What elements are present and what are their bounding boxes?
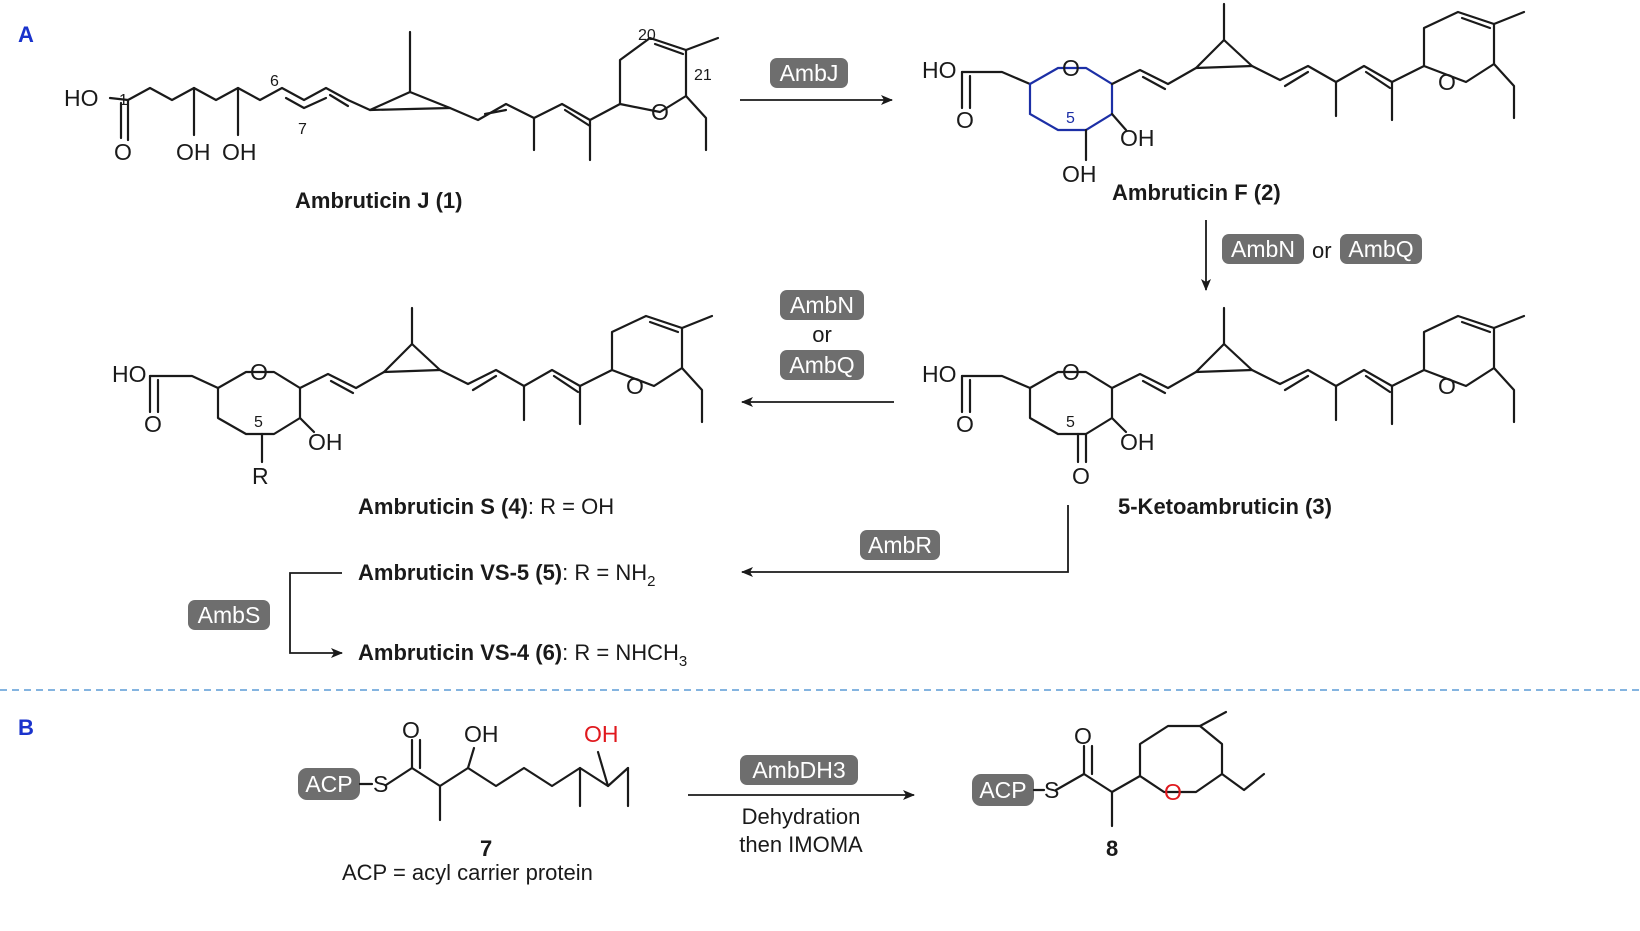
structure-ambruticin-s xyxy=(148,306,714,464)
enzyme-ambq-badge-mid xyxy=(780,350,864,380)
enzyme-ambdh3-badge xyxy=(740,755,858,785)
compound-5-name: Ambruticin VS-5 (5) xyxy=(358,560,562,585)
structure-5-ketoambruticin xyxy=(960,306,1526,464)
structure-compound-8 xyxy=(1054,710,1266,828)
compound-2-name: Ambruticin F (2) xyxy=(1112,180,1281,205)
c4-pyran-o: O xyxy=(626,373,644,399)
c1-ring-o: O xyxy=(651,99,669,125)
c2-ho-label: HO xyxy=(922,57,957,83)
acp-definition: ACP = acyl carrier protein xyxy=(342,860,593,885)
compound-6-subscript: 3 xyxy=(679,653,687,670)
c2-carbonyl-o: O xyxy=(956,107,974,133)
compound-6-r: : R = NHCH xyxy=(562,640,679,665)
or-label-top: or xyxy=(1312,238,1332,263)
c7-carbonyl-o: O xyxy=(402,717,420,743)
compound-5-subscript: 2 xyxy=(647,573,655,590)
enzyme-ambq-label-mid: AmbQ xyxy=(789,352,854,378)
c1-ho-label: HO xyxy=(64,85,99,111)
c7-s-atom: S xyxy=(373,771,388,797)
compound-6-caption: Ambruticin VS-4 (6): R = NHCH3 xyxy=(358,640,687,670)
compound-3-name: 5-Ketoambruticin (3) xyxy=(1118,494,1332,519)
enzyme-ambs-label: AmbS xyxy=(198,602,261,628)
c3-oh: OH xyxy=(1120,429,1155,455)
acp-label-8: ACP xyxy=(979,777,1026,803)
c3-pyran-o: O xyxy=(1438,373,1456,399)
compound-4-r: : R = OH xyxy=(528,494,614,519)
c1-locant-6: 6 xyxy=(270,73,279,90)
enzyme-ambj-badge xyxy=(770,58,848,88)
c4-ring-o: O xyxy=(250,359,268,385)
c4-locant-5: 5 xyxy=(254,414,263,431)
structure-ambruticin-j xyxy=(108,30,720,162)
c1-oh-3: OH xyxy=(176,139,211,165)
c7-oh-2: OH xyxy=(584,721,619,747)
enzyme-ambj-label: AmbJ xyxy=(780,60,839,86)
c1-locant-7: 7 xyxy=(298,121,307,138)
c8-carbonyl-o: O xyxy=(1074,723,1092,749)
compound-7-number: 7 xyxy=(480,836,492,861)
enzyme-ambn-badge-mid xyxy=(780,290,864,320)
compound-4-name: Ambruticin S (4) xyxy=(358,494,528,519)
compound-4-caption: Ambruticin S (4): R = OH xyxy=(358,494,614,519)
c8-s-atom: S xyxy=(1044,777,1059,803)
c8-ring-o: O xyxy=(1164,779,1182,805)
c1-locant-1: 1 xyxy=(119,92,128,109)
enzyme-ambdh3-label: AmbDH3 xyxy=(752,757,845,783)
or-label-mid: or xyxy=(812,322,832,347)
c2-oh-6: OH xyxy=(1120,125,1155,151)
compound-1-name: Ambruticin J (1) xyxy=(295,188,462,213)
condition-dehydration: Dehydration xyxy=(742,804,861,829)
structure-compound-7 xyxy=(384,738,630,822)
c3-ring-o: O xyxy=(1062,359,1080,385)
acp-label-7: ACP xyxy=(305,771,352,797)
acp-badge-7 xyxy=(298,768,360,800)
compound-5-r: : R = NH xyxy=(562,560,647,585)
c4-oh: OH xyxy=(308,429,343,455)
enzyme-ambq-label-top: AmbQ xyxy=(1348,236,1413,262)
panel-label-a: A xyxy=(18,22,34,47)
c1-oh-5: OH xyxy=(222,139,257,165)
c1-locant-20: 20 xyxy=(638,27,656,44)
enzyme-ambs-badge xyxy=(188,600,270,630)
c4-ho-label: HO xyxy=(112,361,147,387)
c3-keto-o: O xyxy=(1072,463,1090,489)
compound-8-number: 8 xyxy=(1106,836,1118,861)
arrow-3-to-5 xyxy=(741,505,1069,577)
c3-ho-label: HO xyxy=(922,361,957,387)
panel-label-b: B xyxy=(18,715,34,740)
acp-badge-8 xyxy=(972,774,1034,806)
enzyme-ambn-label-mid: AmbN xyxy=(790,292,854,318)
arrow-5-to-6 xyxy=(289,572,343,658)
compound-6-name: Ambruticin VS-4 (6) xyxy=(358,640,562,665)
enzyme-ambq-badge-top xyxy=(1340,234,1422,264)
structure-ambruticin-f xyxy=(960,2,1526,162)
c2-ring-o: O xyxy=(1062,55,1080,81)
condition-imoma: then IMOMA xyxy=(739,832,863,857)
c1-locant-21: 21 xyxy=(694,67,712,84)
c7-oh-1: OH xyxy=(464,721,499,747)
c1-carbonyl-o: O xyxy=(114,139,132,165)
c2-oh-5: OH xyxy=(1062,161,1097,187)
enzyme-ambr-badge xyxy=(860,530,940,560)
compound-5-caption: Ambruticin VS-5 (5): R = NH2 xyxy=(358,560,655,590)
c4-r-group: R xyxy=(252,463,269,489)
c2-pyran-o: O xyxy=(1438,69,1456,95)
c3-locant-5: 5 xyxy=(1066,414,1075,431)
c4-carbonyl-o: O xyxy=(144,411,162,437)
enzyme-ambr-label: AmbR xyxy=(868,532,932,558)
c3-carbonyl-o: O xyxy=(956,411,974,437)
enzyme-ambn-badge-top xyxy=(1222,234,1304,264)
c2-locant-5: 5 xyxy=(1066,110,1075,127)
enzyme-ambn-label-top: AmbN xyxy=(1231,236,1295,262)
